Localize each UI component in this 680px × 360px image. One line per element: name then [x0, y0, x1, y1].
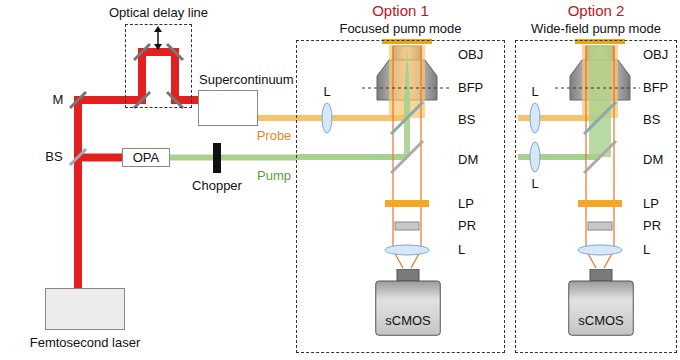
pump-beam: [518, 154, 600, 160]
laser-beam: [78, 158, 122, 289]
laser-beam: [258, 115, 296, 121]
probe-beam: [518, 115, 600, 121]
node-subheading: Wide-field pump mode: [531, 21, 661, 37]
mirror: [70, 92, 86, 108]
pump-beam: [296, 154, 407, 160]
node-subheading: Focused pump mode: [339, 21, 461, 37]
bfp-line: [555, 88, 640, 89]
node-heading: Supercontinuum: [199, 72, 294, 88]
objective-focused: [377, 39, 437, 100]
part-label: OBJ: [458, 47, 483, 63]
pump-focus: [404, 45, 410, 100]
detection-optics: [385, 102, 429, 255]
pump-widefield: [589, 45, 611, 157]
camera-symbol: sCMOS: [568, 269, 634, 336]
node-heading: Option 2: [568, 3, 625, 19]
part-label: BS: [45, 149, 62, 165]
part-label: L: [323, 84, 330, 100]
opa-box: OPA: [122, 148, 170, 167]
part-label: BFP: [458, 80, 483, 96]
node-heading: Option 1: [372, 3, 429, 19]
delay-arrow: [154, 26, 162, 50]
part-label: PR: [643, 218, 661, 234]
part-label: BS: [458, 112, 475, 128]
laser-beam: [78, 100, 125, 288]
camera-symbol: sCMOS: [375, 269, 441, 336]
signal-rays: [586, 46, 614, 268]
part-label: DM: [643, 152, 663, 168]
part-label: L: [531, 84, 538, 100]
signal-rays: [393, 46, 421, 268]
part-label: L: [458, 242, 465, 258]
node-heading: sCMOS: [578, 313, 624, 329]
beam-label: Probe: [257, 128, 292, 144]
part-label: L: [531, 176, 538, 192]
part-label: LP: [458, 196, 474, 212]
part-label: PR: [458, 218, 476, 234]
delay-mirrors: [134, 44, 183, 108]
probe-widefield: [582, 45, 618, 118]
node-heading: OPA: [133, 150, 160, 166]
part-label: L: [643, 242, 650, 258]
delay-beam: [125, 52, 192, 100]
pump-beam: [404, 100, 410, 157]
beam-label: Pump: [257, 168, 291, 184]
part-label: OBJ: [643, 47, 668, 63]
camera-housing: [569, 281, 634, 335]
laser-beam: [170, 155, 296, 161]
lens-symbol: [530, 103, 540, 133]
lens-symbol: [530, 142, 540, 172]
camera-mount: [397, 269, 419, 281]
probe-widefield: [389, 45, 425, 118]
camera-housing: [376, 281, 441, 335]
camera-mount: [590, 269, 612, 281]
part-label: DM: [458, 152, 478, 168]
detection-optics: [578, 102, 622, 255]
node-heading: Optical delay line: [109, 5, 208, 21]
part-label: BFP: [643, 80, 668, 96]
bfp-line: [362, 88, 452, 89]
part-label: BS: [643, 112, 660, 128]
lens-symbol: [322, 103, 332, 133]
node-heading: sCMOS: [385, 313, 431, 329]
probe-beam: [296, 115, 407, 121]
part-label: LP: [643, 196, 659, 212]
delay-line-box: Optical delay line: [125, 24, 192, 108]
part-label: M: [53, 92, 64, 108]
node-heading: Femtosecond laser: [30, 335, 141, 351]
objective-widefield: [570, 39, 630, 100]
laser-box: Femtosecond laser: [45, 288, 125, 330]
part-label: Chopper: [192, 178, 242, 194]
beam-splitter: [70, 149, 86, 165]
chopper-symbol: [213, 143, 221, 173]
supercontinuum-box: Supercontinuum: [198, 90, 258, 126]
